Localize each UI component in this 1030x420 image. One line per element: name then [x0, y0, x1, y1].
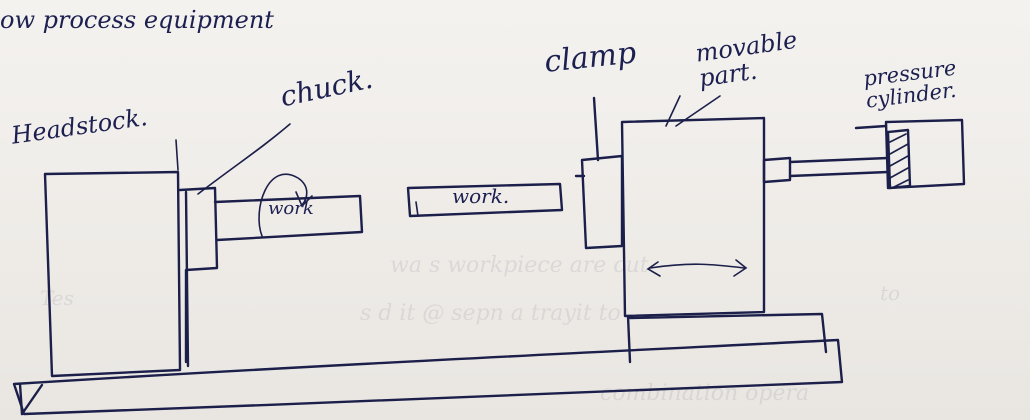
svg-text:Tes: Tes — [40, 286, 74, 310]
movement-arrow — [650, 264, 744, 268]
show-through-text: wa s workpiece are cut s d it @ sepn a t… — [40, 253, 900, 406]
piston-rod — [764, 158, 790, 182]
base-bed-edge — [22, 385, 42, 414]
svg-text:to: to — [880, 281, 900, 305]
headstock-leader — [176, 140, 178, 170]
svg-text:s d it @ sepn a trayit to: s d it @ sepn a trayit to — [360, 301, 621, 326]
page-heading: ow process equipment — [0, 8, 274, 32]
svg-text:wa s workpiece are cut: wa s workpiece are cut — [390, 253, 649, 278]
base-bed-left — [20, 384, 22, 414]
movable-part — [622, 118, 764, 316]
piston — [888, 130, 910, 188]
chuck-leader — [198, 124, 290, 194]
clamp — [582, 156, 622, 248]
label-work-free: work. — [452, 186, 509, 206]
headstock — [45, 172, 180, 376]
movable-leader — [676, 96, 720, 126]
label-work-in-chuck: work — [268, 200, 314, 218]
